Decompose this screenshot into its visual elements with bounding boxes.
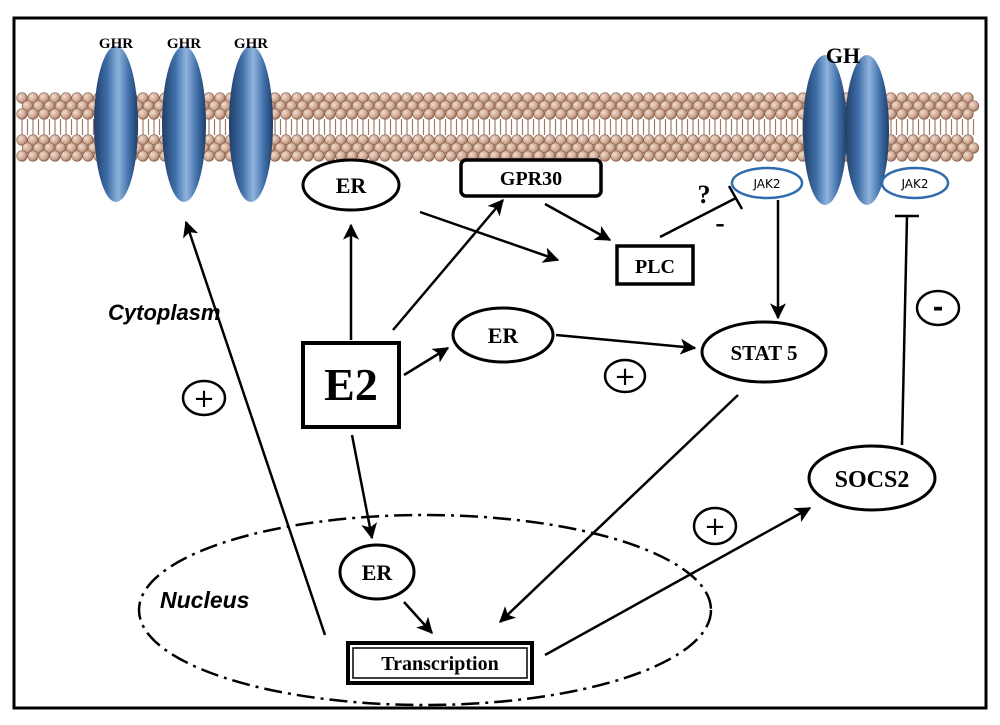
arrow-transcription-to-socs2 <box>544 506 812 657</box>
minus-sign-plc: - <box>715 208 724 239</box>
gh-label: GH <box>826 43 860 68</box>
ghr-receptor-group: GHR GHR GHR <box>94 36 273 202</box>
gh-receptor-group: GH <box>803 43 889 205</box>
er-label-nucleus: ER <box>362 560 394 585</box>
er-node-mid <box>451 306 555 364</box>
jak2-label-right: JAK2 <box>900 177 928 191</box>
arrow-e2-to-er-nucleus <box>350 434 378 540</box>
arrow-stat5-to-transcription <box>499 394 739 623</box>
inhibit-socs2-to-jak2 <box>900 215 909 446</box>
ghr-receptor-1 <box>94 46 138 202</box>
nucleus-boundary <box>137 513 713 707</box>
transcription-node <box>346 641 534 685</box>
arrow-transcription-to-ghr <box>183 220 327 636</box>
plus-label-socs2: + <box>704 512 726 542</box>
e2-label: E2 <box>324 359 378 410</box>
transcription-label: Transcription <box>381 653 498 675</box>
plus-sign-socs2 <box>692 506 738 546</box>
ghr-receptor-3 <box>229 46 273 202</box>
minus-label-jak2: - <box>933 293 944 323</box>
arrow-gpr30-to-plc <box>544 202 612 242</box>
arrow-er-to-plc <box>419 210 560 263</box>
jak2-node-right <box>880 166 950 200</box>
pathway-arrows <box>183 185 919 657</box>
stat5-node <box>700 320 828 384</box>
arrow-er-to-stat5 <box>555 333 697 355</box>
gpr30-label: GPR30 <box>500 168 562 190</box>
nucleus-label: Nucleus <box>160 587 249 613</box>
cytoplasm-label: Cytoplasm <box>108 300 220 325</box>
er-label-top: ER <box>336 173 368 198</box>
socs2-label: SOCS2 <box>835 467 910 493</box>
ghr-receptor-2 <box>162 46 206 202</box>
transcription-inner-frame <box>352 647 528 679</box>
jak2-label-left: JAK2 <box>752 177 780 191</box>
plus-label-stat5: + <box>614 362 636 392</box>
plus-label-ghr: + <box>193 384 215 414</box>
plus-sign-ghr <box>181 379 227 417</box>
inhibit-bar-plc-jak2 <box>727 185 744 210</box>
plc-label: PLC <box>635 256 675 278</box>
arrow-er-to-transcription <box>403 601 433 634</box>
er-node-nucleus <box>338 543 416 601</box>
er-label-mid: ER <box>488 323 520 348</box>
gh-receptor-left <box>803 55 847 205</box>
ghr-label-1: GHR <box>99 36 133 52</box>
ghr-label-3: GHR <box>234 36 268 52</box>
question-mark: ? <box>698 180 711 209</box>
gpr30-node <box>459 158 603 198</box>
stat5-label: STAT 5 <box>730 341 797 365</box>
gh-receptor-right <box>845 55 889 205</box>
jak2-node-left <box>730 166 804 200</box>
plus-sign-stat5 <box>603 358 647 394</box>
e2-node <box>301 341 401 429</box>
inhibit-plc-to-jak2 <box>659 196 737 239</box>
arrow-e2-to-gpr30 <box>392 198 504 331</box>
plc-node <box>615 244 695 286</box>
arrow-e2-to-er-mid <box>403 346 450 377</box>
minus-sign-jak2 <box>915 289 961 327</box>
er-node-top <box>301 158 401 212</box>
ghr-label-2: GHR <box>167 36 201 52</box>
socs2-node <box>807 444 937 512</box>
